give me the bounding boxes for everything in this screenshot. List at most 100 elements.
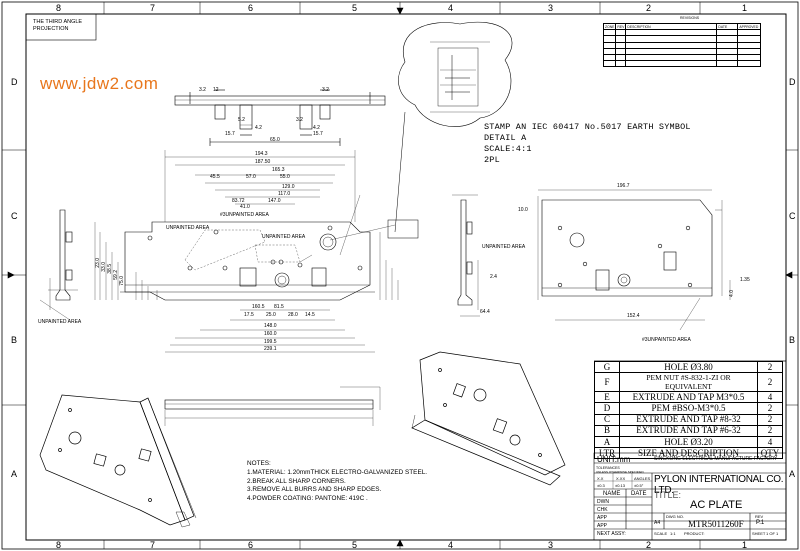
role-chk: CHK [597, 507, 608, 513]
spec-qty: 4 [757, 391, 783, 404]
unpainted-tag-4: UNPAINTED AREA [38, 319, 82, 325]
dim-plan: 199.5 [264, 339, 277, 345]
zone-bottom-2: 2 [646, 540, 652, 550]
dim-top: 65.0 [270, 137, 280, 143]
dim-right: 1.35 [740, 277, 750, 283]
dim-top: 3.2 [296, 117, 303, 123]
dim-top: 12 [213, 87, 219, 93]
dim-plan: 14.5 [305, 312, 315, 318]
notes-title: NOTES: [247, 460, 271, 467]
dim-top: 3.2 [199, 87, 206, 93]
tol-val-3: ±0.5° [634, 483, 644, 488]
dim-plan: 187.50 [255, 159, 271, 165]
spec-row: D PEM #BSO-M3*0.5 2 [594, 402, 783, 415]
revisions-table: ZONE REV DESCRIPTION DATE APPROVED [602, 22, 762, 68]
projection-note: THE THIRD ANGLE PROJECTION [33, 19, 82, 33]
dim-right: 4.0 [729, 290, 735, 297]
zone-bottom-3: 3 [548, 540, 554, 550]
unpainted-tag-6: #3UNPAINTED AREA [642, 337, 691, 343]
detail-scale: SCALE:4:1 [484, 144, 532, 154]
spec-ltr: A [594, 435, 620, 449]
sheet-label: SHEET [752, 531, 766, 536]
zone-top-4: 4 [448, 3, 454, 13]
spec-row: B EXTRUDE AND TAP #6-32 2 [594, 424, 783, 437]
dim-top: 15.7 [225, 131, 235, 137]
spec-ltr: G [594, 360, 620, 374]
drawing-title: AC PLATE [690, 499, 743, 511]
dim-top: 4.2 [313, 125, 320, 131]
note-2: 2.BREAK ALL SHARP CORNERS. [247, 477, 346, 485]
zone-left-b: B [11, 335, 18, 345]
tol-val-2: ±0.13 [615, 483, 625, 488]
spec-row: E EXTRUDE AND TAP M3*0.5 4 [594, 391, 783, 404]
spec-desc: EXTRUDE AND TAP M3*0.5 [619, 391, 758, 404]
dim-plan: 129.0 [282, 184, 295, 190]
dim-plan: 45.5 [210, 174, 220, 180]
zone-left-a: A [11, 469, 18, 479]
rev-label: REV [755, 514, 764, 519]
spec-row: A HOLE Ø3.20 4 [594, 435, 783, 449]
factory-name: SINGKONG ELECTRICAL MANUFACTURE FACTORY [654, 456, 778, 462]
unit-label: UNIT:mm [597, 455, 631, 464]
spec-qty: 4 [757, 435, 783, 449]
tolerances-label: TOLERANCES [596, 466, 620, 470]
zone-top-1: 1 [742, 3, 748, 13]
zone-top-2: 2 [646, 3, 652, 13]
detail-qty: 2PL [484, 155, 500, 165]
company-name: PYLON INTERNATIONAL CO. LTD. [654, 474, 784, 496]
title-label: TITLE: [654, 490, 682, 500]
zone-bottom-6: 6 [248, 540, 254, 550]
revisions-title: REVISIONS [680, 16, 700, 20]
dim-right: 152.4 [627, 313, 640, 319]
dim-plan: 41.0 [240, 204, 250, 210]
rev-value: P.1 [756, 520, 765, 526]
unpainted-tag-3: UNPAINTED AREA [262, 234, 306, 240]
dim-plan: 194.3 [255, 151, 268, 157]
unpainted-tag-1: #3UNPAINTED AREA [220, 212, 269, 218]
dim-plan: 160.5 [252, 304, 265, 310]
zone-top-7: 7 [150, 3, 156, 13]
spec-desc: EXTRUDE AND TAP #8-32 [619, 413, 758, 426]
tol-col-3: ANGLES [634, 476, 651, 481]
spec-ltr: E [594, 391, 620, 404]
dim-plan: 28.0 [288, 312, 298, 318]
unpainted-tag-5: UNPAINTED AREA [482, 244, 526, 250]
spec-desc: EXTRUDE AND TAP #6-32 [619, 424, 758, 437]
projection-line-2: PROJECTION [33, 26, 69, 32]
zone-right-b: B [789, 335, 796, 345]
dim-plan: 25.0 [266, 312, 276, 318]
detail-a-callout: STAMP AN IEC 60417 No.5017 EARTH SYMBOL … [484, 122, 691, 166]
spec-ltr: C [594, 413, 620, 426]
spec-ltr: B [594, 424, 620, 437]
spec-header-row: LTR SIZE AND DESCRIPTION QTY [594, 447, 783, 460]
dim-plan: 81.5 [274, 304, 284, 310]
dim-right: 196.7 [617, 183, 630, 189]
dim-plan: 57.0 [246, 174, 256, 180]
product-label: PRODUCT: [684, 531, 705, 536]
dim-plan: 148.0 [264, 323, 277, 329]
dim-right: 2.4 [490, 274, 497, 280]
dwg-no-label: DWG NO. [666, 514, 684, 519]
zone-bottom-1: 1 [742, 540, 748, 550]
spec-qty: 2 [757, 413, 783, 426]
spec-qty: 2 [757, 402, 783, 415]
dim-plan: 147.0 [268, 198, 281, 204]
zone-bottom-7: 7 [150, 540, 156, 550]
size-value: A4 [654, 520, 661, 526]
dim-plan: 165.3 [272, 167, 285, 173]
dim-top: 15.7 [313, 131, 323, 137]
dim-plan: 75.0 [119, 276, 125, 286]
date-label: DATE [631, 491, 647, 497]
zone-top-8: 8 [56, 3, 62, 13]
zone-right-c: C [789, 211, 796, 221]
note-3: 3.REMOVE ALL BURRS AND SHARP EDGES. [247, 486, 382, 494]
dim-plan: 239.1 [264, 346, 277, 352]
spec-qty: 2 [757, 360, 783, 374]
spec-header-qty: QTY [757, 447, 783, 460]
spec-table: G HOLE Ø3.80 2 F PEM NUT #S-832-1-ZI OR … [594, 360, 783, 460]
scale-value: 1:1 [670, 531, 676, 536]
dim-top: 5.2 [238, 117, 245, 123]
zone-bottom-5: 5 [352, 540, 358, 550]
spec-desc: PEM #BSO-M3*0.5 [619, 402, 758, 415]
